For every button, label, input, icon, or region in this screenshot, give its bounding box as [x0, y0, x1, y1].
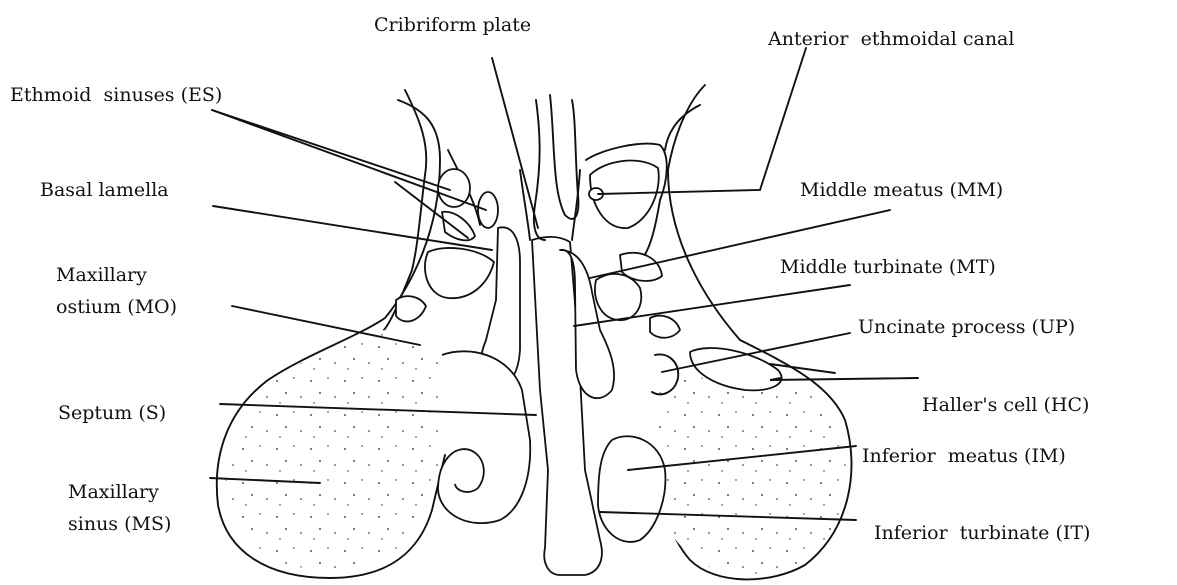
label-uncinate-process: Uncinate process (UP) — [858, 316, 1075, 338]
label-middle-meatus: Middle meatus (MM) — [800, 179, 1003, 201]
right-maxillary-sinus — [657, 377, 846, 575]
label-cribriform-plate: Cribriform plate — [374, 14, 531, 36]
leader-ethmoid-sinuses-b — [212, 110, 486, 210]
leader-hallers-cell — [770, 378, 918, 380]
anatomy-drawing — [217, 85, 852, 579]
ethmoid-cell-3 — [442, 212, 475, 241]
label-ethmoid-sinuses: Ethmoid sinuses (ES) — [10, 84, 222, 106]
right-inferior-turbinate — [598, 436, 665, 542]
ethmoid-cell-7 — [595, 274, 641, 320]
label-inferior-meatus: Inferior meatus (IM) — [862, 445, 1066, 467]
label-maxillary-ostium-line1: Maxillary — [56, 264, 147, 286]
label-anterior-ethmoidal-canal: Anterior ethmoidal canal — [767, 28, 1014, 50]
left-inferior-turbinate — [438, 351, 530, 523]
label-maxillary-sinus-line2: sinus (MS) — [68, 513, 171, 535]
label-inferior-turbinate: Inferior turbinate (IT) — [874, 522, 1090, 544]
label-septum: Septum (S) — [58, 402, 166, 424]
leader-ethmoid-sinuses-a — [212, 110, 450, 190]
crista-galli — [534, 95, 579, 240]
label-maxillary-ostium-line2: ostium (MO) — [56, 296, 177, 318]
ethmoid-cell-2 — [478, 192, 498, 228]
label-basal-lamella: Basal lamella — [40, 179, 169, 201]
label-maxillary-sinus-line1: Maxillary — [68, 481, 159, 503]
ethmoid-cell-8 — [650, 316, 680, 338]
label-hallers-cell: Haller's cell (HC) — [922, 394, 1089, 416]
ethmoid-cell-4 — [425, 248, 494, 298]
leader-maxillary-ostium — [232, 306, 420, 345]
ethmoid-cell-5 — [396, 296, 426, 321]
left-maxillary-sinus — [226, 330, 440, 570]
leader-cribriform-plate — [492, 58, 538, 228]
label-middle-turbinate: Middle turbinate (MT) — [780, 256, 996, 278]
